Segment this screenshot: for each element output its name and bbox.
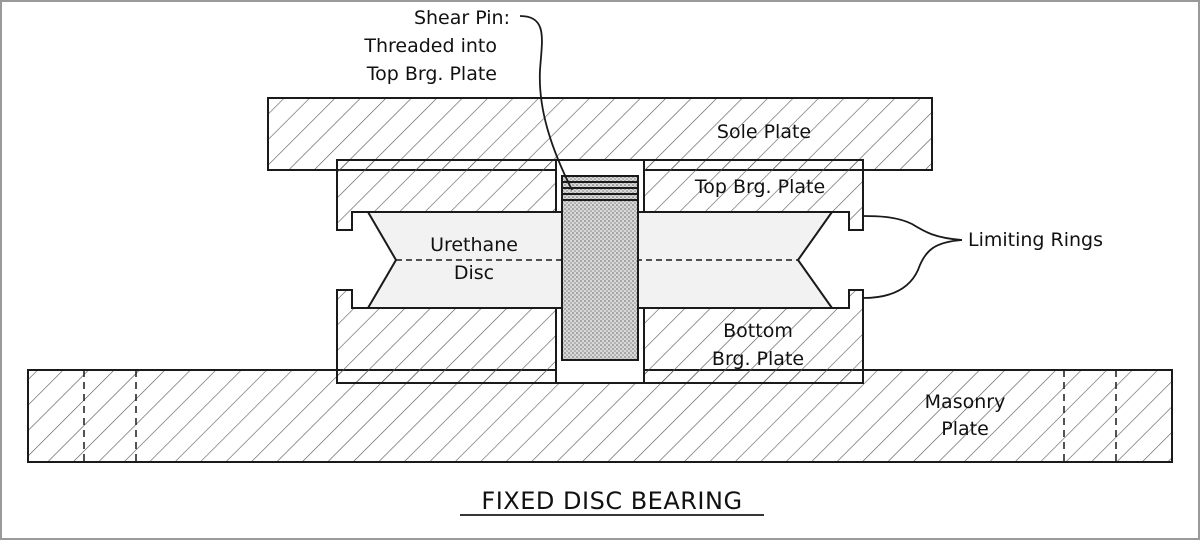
- shear-pin-label-line3: Top Brg. Plate: [366, 63, 497, 85]
- bottom-plate-label-line1: Bottom: [723, 320, 793, 342]
- masonry-plate: [27, 369, 1173, 463]
- shear-pin-leader: [519, 15, 573, 191]
- sole-plate-label: Sole Plate: [717, 121, 811, 143]
- shear-pin-label-line2: Threaded into: [363, 35, 497, 57]
- masonry-plate-label-line2: Plate: [941, 418, 989, 440]
- urethane-label-line1: Urethane: [430, 234, 518, 256]
- limiting-ring-leader-bottom: [862, 239, 963, 299]
- bottom-plate-label-line2: Brg. Plate: [712, 348, 804, 370]
- limiting-rings-label: Limiting Rings: [968, 229, 1103, 251]
- sole-plate: [267, 97, 933, 171]
- shear-pin: [561, 175, 639, 361]
- shear-pin-label-line1: Shear Pin:: [414, 7, 510, 29]
- top-plate-label: Top Brg. Plate: [694, 176, 825, 198]
- urethane-label-line2: Disc: [454, 262, 494, 284]
- diagram-title: FIXED DISC BEARING: [481, 487, 742, 515]
- limiting-ring-leader-top: [862, 215, 963, 241]
- masonry-plate-label-line1: Masonry: [925, 391, 1006, 413]
